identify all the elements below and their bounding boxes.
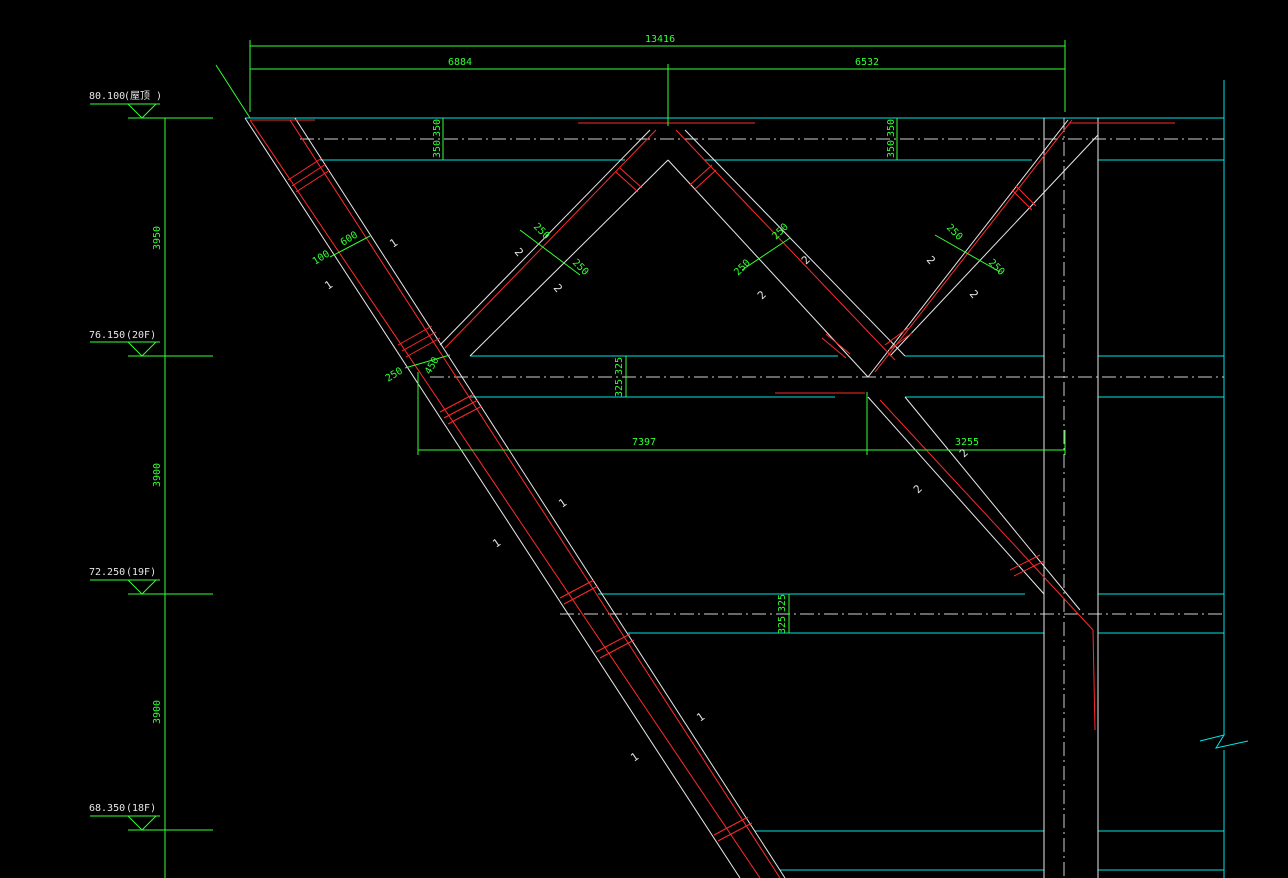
column bbox=[1043, 118, 1099, 878]
level-elevation-19f: 72.250 bbox=[89, 567, 125, 578]
beam-depth-top-right: 350 bbox=[886, 119, 897, 137]
vertical-dim-2: 3900 bbox=[152, 463, 163, 487]
beam-depth-top-left: 350 bbox=[432, 119, 443, 137]
dim-total: 13416 bbox=[645, 34, 675, 45]
level-name-18f: (18F) bbox=[126, 803, 156, 814]
beam-depth-top-right-2: 350 bbox=[886, 140, 897, 158]
beam-depth-top-left-2: 350 bbox=[432, 140, 443, 158]
dim-right: 6532 bbox=[855, 57, 879, 68]
member-dim-lines bbox=[329, 229, 1001, 369]
vertical-dim-1: 3950 bbox=[152, 226, 163, 250]
floor-lines bbox=[245, 80, 1249, 878]
dim-mid-left: 7397 bbox=[632, 437, 656, 448]
vertical-dim-3: 3900 bbox=[152, 700, 163, 724]
level-name-19f: (19F) bbox=[126, 567, 156, 578]
level-name-20f: (20F) bbox=[126, 330, 156, 341]
beam-depth-mid-2: 325 bbox=[614, 379, 625, 397]
top-dimension-lines bbox=[215, 40, 1066, 633]
level-elevation-20f: 76.150 bbox=[89, 330, 125, 341]
diagonal-members bbox=[244, 117, 1099, 878]
level-elevation-18f: 68.350 bbox=[89, 803, 125, 814]
level-markers bbox=[90, 103, 213, 878]
centerlines bbox=[300, 118, 1224, 878]
beam-depth-low-2: 325 bbox=[777, 616, 788, 634]
level-name-roof: (屋顶 ) bbox=[124, 90, 162, 102]
level-elevation-roof: 80.100 bbox=[89, 91, 125, 102]
rebar-hatch bbox=[249, 119, 1175, 878]
dim-left: 6884 bbox=[448, 57, 472, 68]
dim-mid-right: 3255 bbox=[955, 437, 979, 448]
beam-depth-low: 325 bbox=[777, 594, 788, 612]
beam-depth-mid: 325 bbox=[614, 357, 625, 375]
